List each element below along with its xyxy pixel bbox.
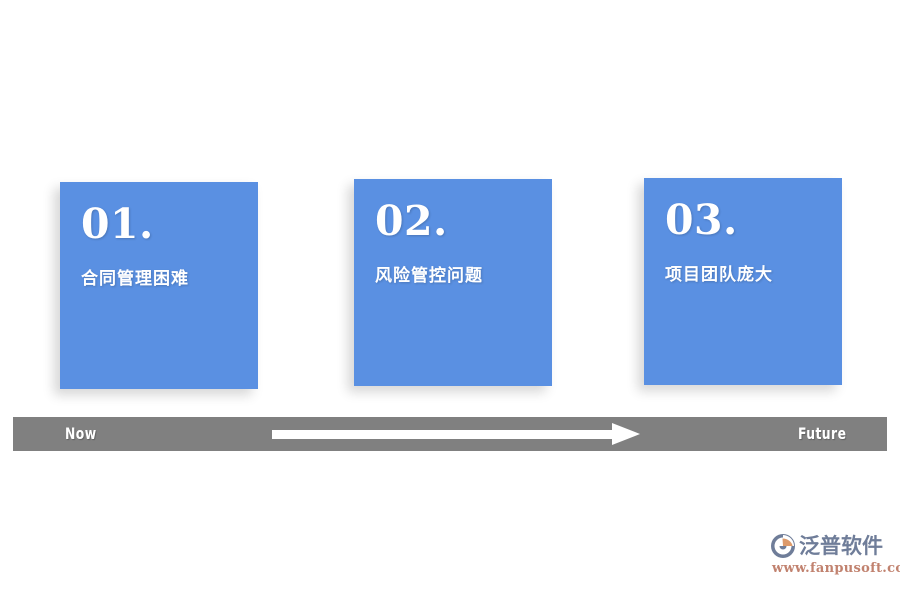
step-card-1[interactable]: 01. 合同管理困难 <box>60 182 258 389</box>
step-card-3[interactable]: 03. 项目团队庞大 <box>644 178 842 385</box>
step-card-1-number: 01. <box>81 200 154 248</box>
logo-row: 泛普软件 <box>770 533 883 559</box>
watermark-logo: 泛普软件 www.fanpusoft.com <box>770 533 900 585</box>
logo-url: www.fanpusoft.com <box>772 561 900 576</box>
arrow-head <box>612 423 640 445</box>
step-card-2-label: 风险管控问题 <box>375 266 483 286</box>
step-card-1-label: 合同管理困难 <box>81 269 189 289</box>
step-card-3-label: 项目团队庞大 <box>665 265 773 285</box>
timeline-start-label: Now <box>65 424 97 443</box>
timeline-end-label: Future <box>798 424 847 443</box>
step-card-2[interactable]: 02. 风险管控问题 <box>354 179 552 386</box>
arrow-shaft <box>272 430 614 439</box>
step-card-2-number: 02. <box>375 197 448 245</box>
logo-wordmark: 泛普软件 <box>799 534 883 558</box>
right-arrow-icon <box>272 423 640 445</box>
timeline-bar: Now Future <box>13 417 887 451</box>
step-card-3-number: 03. <box>665 196 738 244</box>
fanpu-logo-icon <box>771 534 795 558</box>
